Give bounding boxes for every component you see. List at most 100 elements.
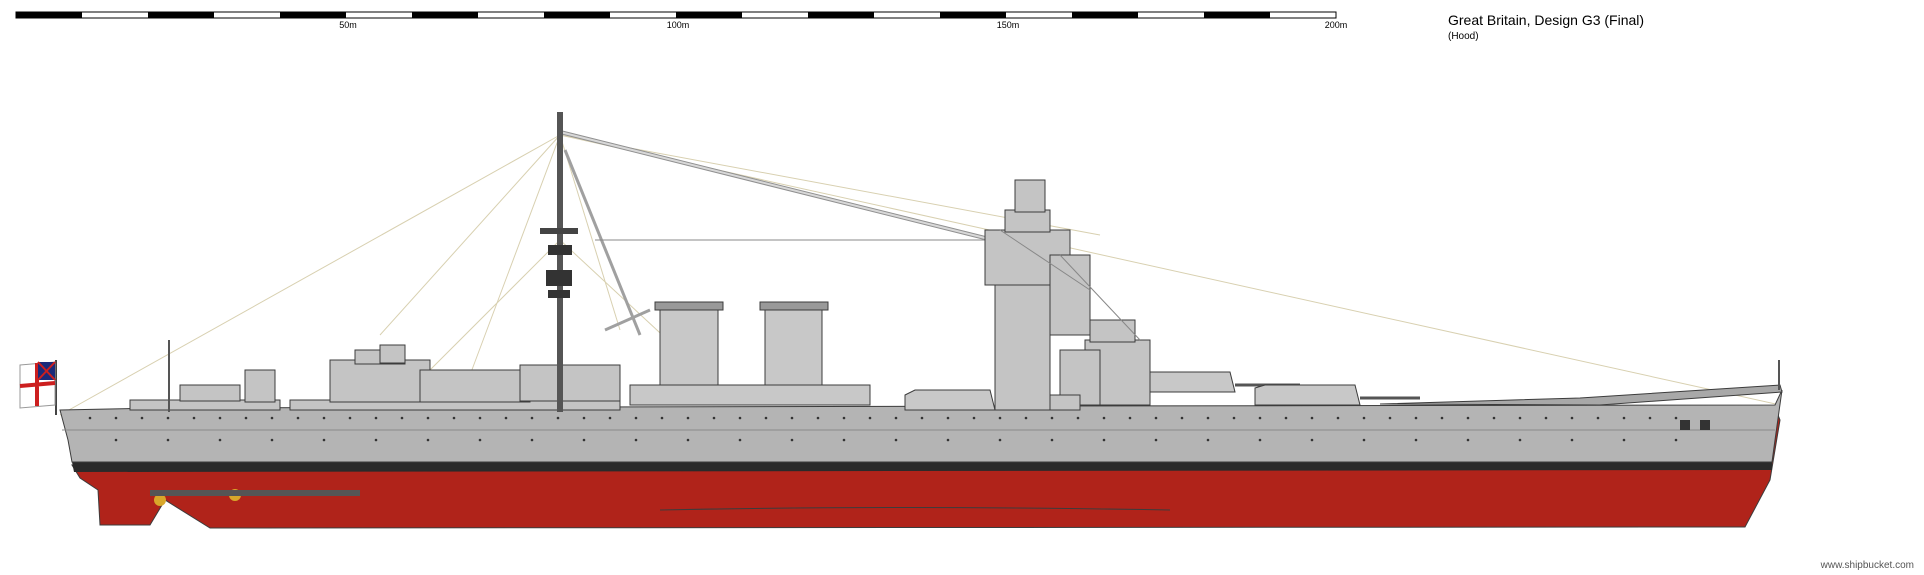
propellers (150, 489, 360, 506)
scale-label-50m: 50m (339, 20, 357, 30)
porthole (374, 416, 378, 420)
porthole (764, 416, 768, 420)
porthole (1518, 416, 1522, 420)
porthole (1596, 416, 1600, 420)
scale-bar-segment (1204, 12, 1270, 18)
porthole (686, 438, 690, 442)
porthole (1310, 416, 1314, 420)
porthole (1492, 416, 1496, 420)
porthole (1466, 416, 1470, 420)
anchors (1680, 420, 1710, 430)
porthole (712, 416, 716, 420)
porthole (218, 438, 222, 442)
porthole (1414, 416, 1418, 420)
porthole (1570, 438, 1574, 442)
rigging (59, 134, 1781, 416)
porthole (1102, 438, 1106, 442)
porthole (426, 416, 430, 420)
porthole (530, 416, 534, 420)
bilge-keel (659, 507, 1171, 511)
porthole (166, 438, 170, 442)
porthole (452, 416, 456, 420)
aft-superstructure (129, 344, 621, 411)
scale-bar-segment (16, 12, 82, 18)
forecastle (1379, 384, 1783, 406)
boot-topping (72, 460, 1772, 472)
porthole (1674, 416, 1678, 420)
porthole (478, 438, 482, 442)
porthole (556, 416, 560, 420)
porthole (1102, 416, 1106, 420)
bridge-tower (984, 179, 1151, 411)
porthole (1154, 416, 1158, 420)
porthole (1466, 438, 1470, 442)
scale-bar-segment (544, 12, 610, 18)
scale-bar-segment (808, 12, 874, 18)
porthole (1388, 416, 1392, 420)
scale-bar-segment (676, 12, 742, 18)
porthole (114, 438, 118, 442)
porthole (504, 416, 508, 420)
porthole (738, 416, 742, 420)
portholes (88, 416, 1678, 442)
porthole (1544, 416, 1548, 420)
porthole (660, 416, 664, 420)
drawing-title: Great Britain, Design G3 (Final) (1448, 12, 1645, 28)
porthole (1414, 438, 1418, 442)
porthole (400, 416, 404, 420)
porthole (1440, 416, 1444, 420)
porthole (1232, 416, 1236, 420)
porthole (894, 416, 898, 420)
porthole (114, 416, 118, 420)
derrick-boom (559, 130, 986, 336)
porthole (1674, 438, 1678, 442)
porthole (998, 438, 1002, 442)
scale-bar-segment (940, 12, 1006, 18)
main-mast (540, 112, 578, 412)
porthole (1154, 438, 1158, 442)
porthole (218, 416, 222, 420)
porthole (348, 416, 352, 420)
porthole (374, 438, 378, 442)
porthole (530, 438, 534, 442)
porthole (1206, 438, 1210, 442)
ensign (19, 360, 57, 415)
porthole (1362, 416, 1366, 420)
site-credit: www.shipbucket.com (1820, 560, 1914, 571)
porthole (1622, 438, 1626, 442)
porthole (946, 438, 950, 442)
porthole (1336, 416, 1340, 420)
porthole (1362, 438, 1366, 442)
porthole (1258, 416, 1262, 420)
porthole (426, 438, 430, 442)
porthole (1518, 438, 1522, 442)
aft-flagpole (168, 340, 170, 412)
porthole (296, 416, 300, 420)
porthole (1128, 416, 1132, 420)
scale-bar-segment (280, 12, 346, 18)
porthole (790, 416, 794, 420)
scale-bar-segment (148, 12, 214, 18)
porthole (322, 438, 326, 442)
porthole (686, 416, 690, 420)
porthole (1258, 438, 1262, 442)
porthole (920, 416, 924, 420)
porthole (842, 416, 846, 420)
porthole (1024, 416, 1028, 420)
porthole (1648, 416, 1652, 420)
porthole (894, 438, 898, 442)
porthole (582, 438, 586, 442)
porthole (1076, 416, 1080, 420)
porthole (322, 416, 326, 420)
jackstaff (1778, 360, 1780, 390)
porthole (946, 416, 950, 420)
porthole (478, 416, 482, 420)
porthole (1050, 416, 1054, 420)
porthole (582, 416, 586, 420)
porthole (634, 438, 638, 442)
porthole (816, 416, 820, 420)
porthole (1050, 438, 1054, 442)
scale-label-200m: 200m (1324, 20, 1348, 30)
